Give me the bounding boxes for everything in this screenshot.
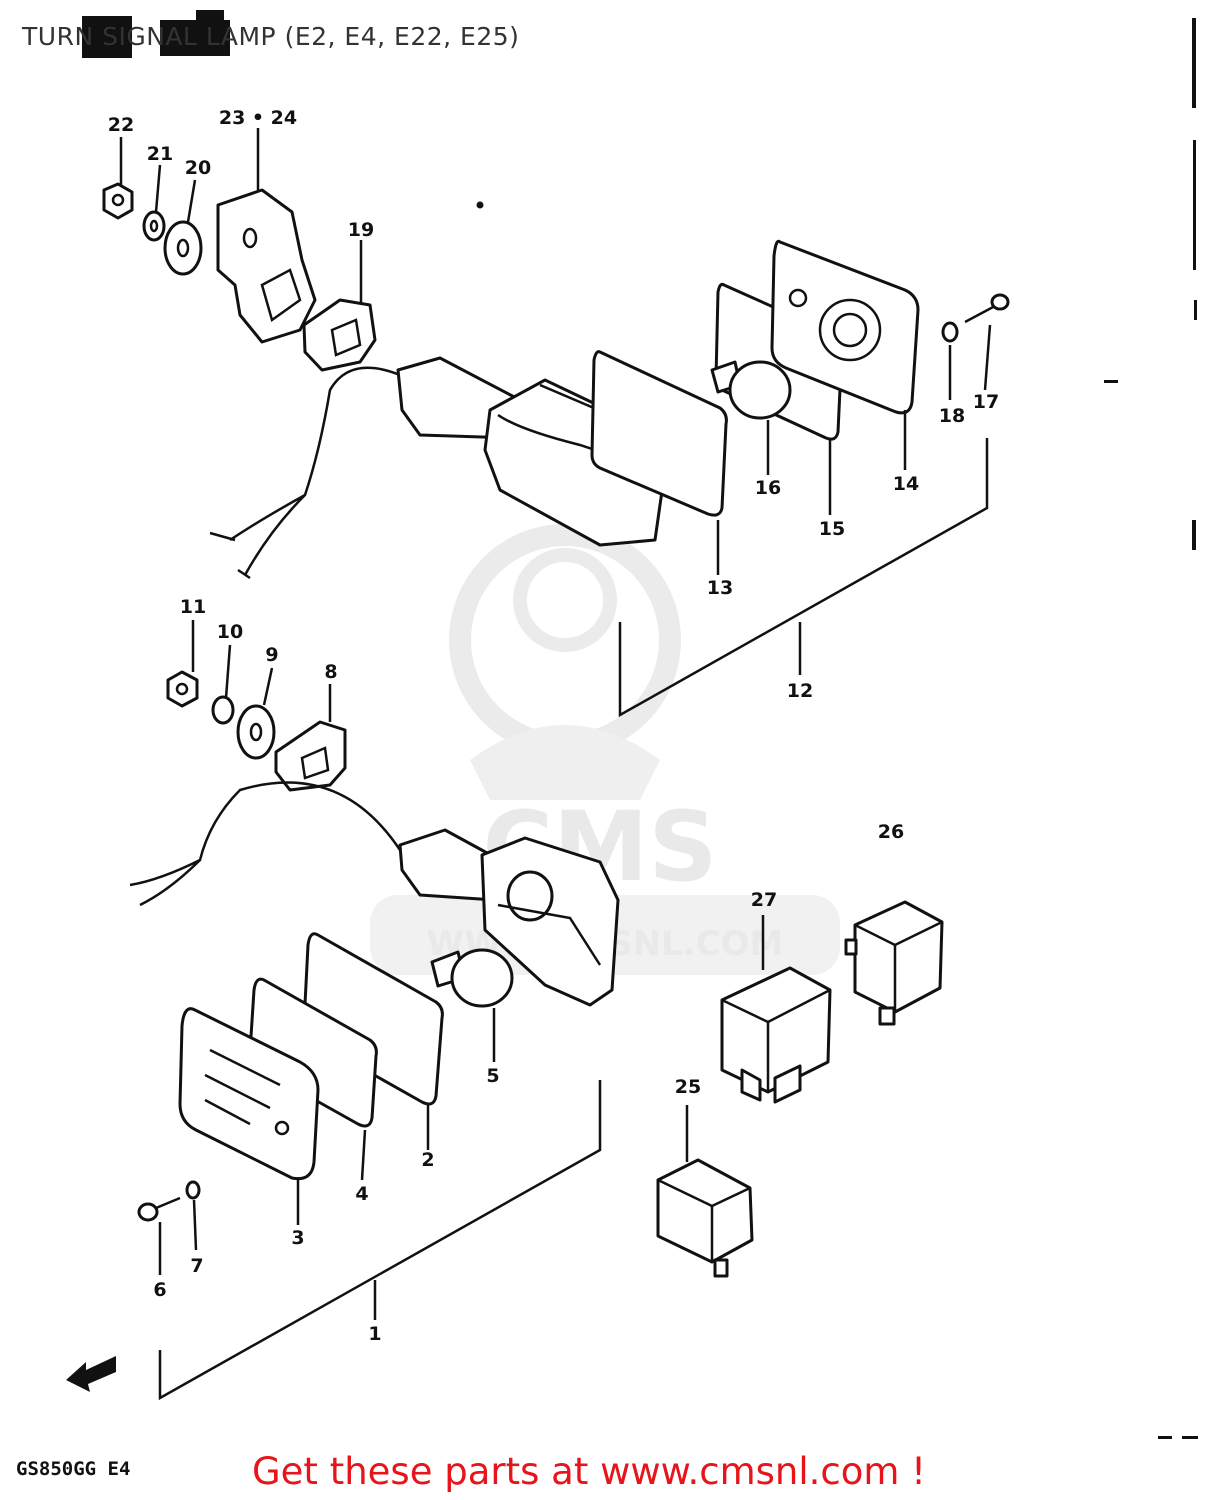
grommet-19 <box>302 298 377 372</box>
callout-21: 21 <box>147 143 173 165</box>
callout-27: 27 <box>751 889 777 911</box>
grommet-8 <box>274 720 347 792</box>
turn-signal-body-lower <box>398 828 620 1007</box>
wire-harness-upper <box>229 366 401 542</box>
header-marks <box>82 10 1198 1439</box>
model-code: GS850GG E4 <box>16 1458 131 1480</box>
wire-harness-lower <box>129 781 402 887</box>
nut-22 <box>102 182 134 220</box>
front-direction-arrow-icon <box>66 1356 116 1392</box>
callout-19: 19 <box>348 219 374 241</box>
group-bracket-1 <box>158 1080 602 1401</box>
callout-13: 13 <box>707 577 733 599</box>
gasket-13 <box>590 350 728 517</box>
relay-25 <box>656 1158 754 1278</box>
washer-9 <box>236 704 276 760</box>
leader-lines-relays <box>685 915 765 1162</box>
callout-1: 1 <box>368 1323 381 1345</box>
lock-washer-10 <box>211 695 235 725</box>
lens-14 <box>770 239 920 415</box>
callout-4: 4 <box>355 1183 368 1205</box>
nut-11 <box>166 670 199 708</box>
diagram-title: TURN SIGNAL LAMP (E2, E4, E22, E25) <box>22 22 520 51</box>
callout-15: 15 <box>819 518 845 540</box>
washer-20 <box>163 220 203 276</box>
callout-18: 18 <box>939 405 965 427</box>
callout-7: 7 <box>190 1255 203 1277</box>
washer-7 <box>185 1180 201 1200</box>
promo-link[interactable]: Get these parts at www.cmsnl.com ! <box>252 1450 927 1493</box>
bulb-5 <box>430 948 514 1008</box>
callout-3: 3 <box>291 1227 304 1249</box>
screw-17 <box>964 293 1010 324</box>
bulb-16 <box>710 360 792 420</box>
leader-lines-upper <box>119 128 992 675</box>
callout-9: 9 <box>265 644 278 666</box>
callout-26: 26 <box>878 821 904 843</box>
callout-17: 17 <box>973 391 999 413</box>
callout-2: 2 <box>421 1149 434 1171</box>
callout-16: 16 <box>755 477 781 499</box>
callout-14: 14 <box>893 473 919 495</box>
lock-washer-21 <box>142 210 166 242</box>
screw-6 <box>137 1196 181 1222</box>
callout-6: 6 <box>153 1279 166 1301</box>
callout-20: 20 <box>185 157 211 179</box>
callout-11: 11 <box>180 596 206 618</box>
callout-12: 12 <box>787 680 813 702</box>
relay-26 <box>844 900 944 1026</box>
leader-lines-lower <box>158 620 496 1320</box>
washer-18 <box>941 321 959 343</box>
callout-23-24: 23 • 24 <box>219 107 297 129</box>
callout-5: 5 <box>486 1065 499 1087</box>
group-bracket-12 <box>618 438 989 718</box>
bracket-23-24 <box>216 188 317 344</box>
callout-8: 8 <box>324 661 337 683</box>
callout-labels: 22 21 20 23 • 24 19 13 16 15 14 18 17 12… <box>108 107 999 1345</box>
gasket-4 <box>248 977 378 1128</box>
relay-27 <box>720 966 832 1104</box>
gasket-2 <box>302 932 444 1106</box>
callout-22: 22 <box>108 114 134 136</box>
callout-25: 25 <box>675 1076 701 1098</box>
callout-10: 10 <box>217 621 243 643</box>
lens-3 <box>178 1007 320 1181</box>
